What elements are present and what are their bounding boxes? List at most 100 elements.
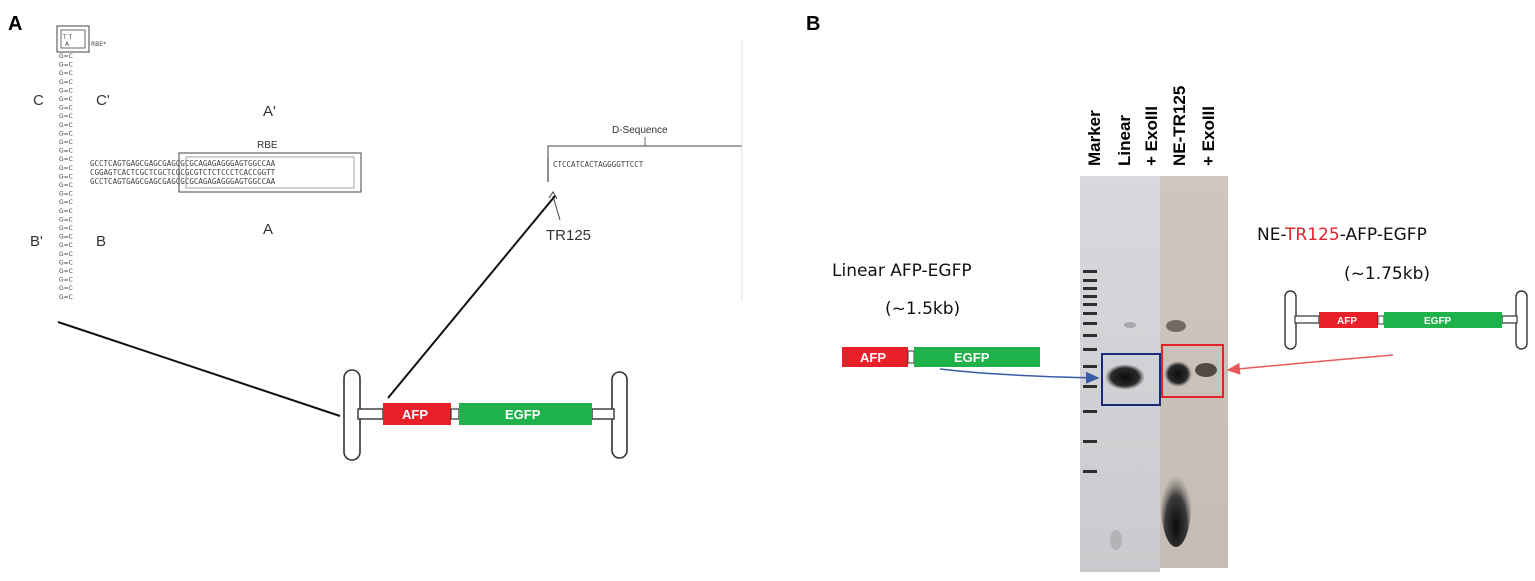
linear-band	[1105, 364, 1145, 390]
stem-base-pair: G=C	[59, 199, 73, 206]
ne-arrow	[1226, 354, 1394, 375]
svg-text:A: A	[65, 41, 70, 48]
ladder-band	[1083, 348, 1097, 351]
rbe-box	[178, 152, 362, 193]
connector-line-left	[57, 321, 341, 417]
construct-a: AFP EGFP	[343, 369, 628, 461]
egfp-label-linear: EGFP	[954, 350, 990, 365]
ne-construct-title: NE-TR125-AFP-EGFP	[1257, 225, 1427, 245]
stem-base-pair: G=C	[59, 259, 73, 266]
sequence-top: GCCTCAGTGAGCGAGCGAGCGCGCAGAGAGGGAGTGGCCA…	[90, 159, 276, 168]
ladder-band	[1083, 385, 1097, 388]
lane-label-exoiii-2: + ExoIII	[1199, 106, 1218, 166]
marker-ladder	[1083, 270, 1097, 473]
stem-base-pair: G=C	[59, 53, 73, 60]
arm-c-label: C	[33, 92, 44, 109]
arm-a-label: A	[263, 221, 273, 238]
linear-band-box	[1101, 353, 1161, 406]
d-sequence-label: D-Sequence	[612, 125, 668, 136]
ne-suffix: -AFP-EGFP	[1340, 225, 1427, 245]
ladder-band	[1083, 312, 1097, 315]
stem-base-pair: G=C	[59, 182, 73, 189]
lane-labels: Marker Linear + ExoIII NE-TR125 + ExoIII	[1085, 86, 1218, 166]
ne-prefix: NE-	[1257, 225, 1286, 245]
ladder-band	[1083, 322, 1097, 325]
egfp-label-a: EGFP	[505, 407, 541, 422]
ladder-band	[1083, 295, 1097, 298]
afp-label-linear: AFP	[860, 350, 886, 365]
afp-segment-linear	[842, 347, 908, 367]
stem-base-pair: G=C	[59, 96, 73, 103]
stem-base-pair: G=C	[59, 139, 73, 146]
stem-base-pair: G=C	[59, 122, 73, 129]
ladder-band	[1083, 410, 1097, 413]
rbe-star-label: RBE*	[91, 41, 106, 48]
ladder-band	[1083, 470, 1097, 473]
arm-c-prime-label: C'	[96, 92, 110, 109]
stem-base-pair: G=C	[59, 113, 73, 120]
afp-label-a: AFP	[402, 407, 428, 422]
ne-tr125-red: TR125	[1284, 225, 1340, 245]
ladder-band	[1083, 440, 1097, 443]
tr125-label: TR125	[546, 227, 591, 244]
egfp-segment-ne	[1384, 312, 1502, 328]
stem-base-pair: G=C	[59, 130, 73, 137]
connector-line-right	[387, 195, 556, 399]
hairpin-loop-box: T T A RBE*	[56, 25, 106, 53]
linear-construct: AFP EGFP	[842, 347, 1040, 367]
stem-base-pair: G=C	[59, 79, 73, 86]
stem-base-pair: G=C	[59, 216, 73, 223]
ne-tr125-smear	[1161, 463, 1191, 547]
stem-base-pair: G=C	[59, 173, 73, 180]
sequence-bottom: GCCTCAGTGAGCGAGCGAGCGCGCAGAGAGGGAGTGGCCA…	[90, 177, 276, 186]
ne-band-box	[1161, 344, 1224, 398]
stem-base-pair: G=C	[59, 148, 73, 155]
lane-label-exoiii-1: + ExoIII	[1142, 106, 1161, 166]
linear-arrow	[939, 368, 1100, 384]
stem-base-pair: G=C	[59, 156, 73, 163]
stem-base-pair: G=C	[59, 251, 73, 258]
lane-label-linear: Linear	[1115, 115, 1134, 166]
stem-base-pair: G=C	[59, 208, 73, 215]
d-sequence-bracket	[547, 40, 743, 300]
egfp-segment-linear	[914, 347, 1040, 367]
exoiii-band	[1195, 363, 1217, 377]
lane-label-marker: Marker	[1085, 110, 1104, 166]
stem-base-pair: G=C	[59, 234, 73, 241]
arm-b-prime-label: B'	[30, 233, 43, 250]
afp-label-ne: AFP	[1337, 316, 1357, 327]
stem-base-pair: G=C	[59, 105, 73, 112]
svg-text:T T: T T	[62, 34, 73, 41]
ladder-band	[1083, 334, 1097, 337]
ne-tr125-upper-band	[1166, 320, 1186, 332]
arm-b-label: B	[96, 233, 106, 250]
stem-base-pair: G=C	[59, 165, 73, 172]
d-sequence-bases: CTCCATCACTAGGGGTTCCT	[553, 160, 644, 169]
rbe-label: RBE	[257, 140, 278, 151]
tr125-pointer	[552, 195, 561, 221]
panel-b-letter: B	[806, 13, 820, 35]
panel-a-letter: A	[8, 13, 22, 35]
stem-base-pair: G=C	[59, 294, 73, 301]
linear-construct-title: Linear AFP-EGFP	[832, 261, 972, 281]
stem-base-pair: G=C	[59, 70, 73, 77]
ladder-band	[1083, 303, 1097, 306]
vertical-stem: G=CG=CG=CG=CG=CG=CG=CG=CG=CG=CG=CG=CG=CG…	[59, 53, 73, 301]
stem-base-pair: G=C	[59, 191, 73, 198]
stem-base-pair: G=C	[59, 268, 73, 275]
afp-segment-a	[383, 403, 451, 425]
sequence-middle: CGGAGTCACTCGCTCGCTCGCGCGTCTCTCCCTCACCGGT…	[90, 168, 276, 177]
stem-base-pair: G=C	[59, 62, 73, 69]
stem-base-pair: G=C	[59, 277, 73, 284]
ladder-band	[1083, 279, 1097, 282]
ne-tr125-band	[1164, 361, 1192, 387]
ne-construct-size: (~1.75kb)	[1344, 264, 1430, 284]
stem-base-pair: G=C	[59, 242, 73, 249]
ladder-band	[1083, 365, 1097, 368]
afp-segment-ne	[1319, 312, 1378, 328]
linear-construct-size: (~1.5kb)	[885, 299, 960, 319]
ne-construct: AFP EGFP	[1284, 290, 1528, 350]
ladder-band	[1083, 287, 1097, 290]
stem-base-pair: G=C	[59, 225, 73, 232]
